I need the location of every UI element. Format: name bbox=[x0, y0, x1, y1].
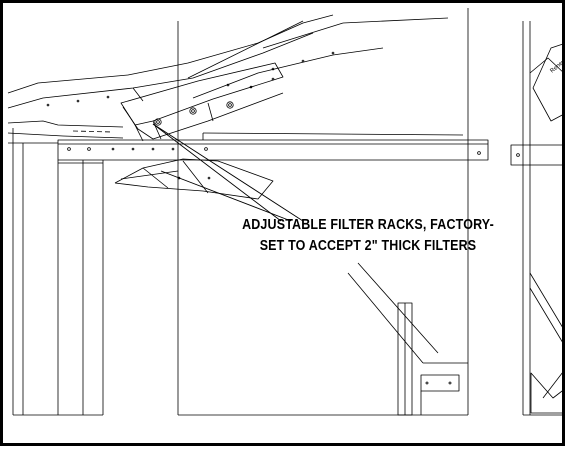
upper-filter-rack bbox=[120, 62, 284, 142]
upper-sloped-panels bbox=[7, 14, 449, 109]
callout-line-1: ADJUSTABLE FILTER RACKS, FACTORY- bbox=[242, 217, 494, 233]
lower-filter-rack bbox=[114, 158, 274, 200]
filter-rack-callout: ADJUSTABLE FILTER RACKS, FACTORY- SET TO… bbox=[205, 215, 532, 257]
callout-line-2: SET TO ACCEPT 2" THICK FILTERS bbox=[259, 238, 477, 254]
left-wall bbox=[7, 120, 124, 144]
callout-leaders bbox=[152, 123, 304, 222]
right-panel bbox=[529, 42, 565, 414]
right-crossbar bbox=[510, 144, 565, 166]
vertical-post bbox=[57, 160, 104, 415]
side-label: RenewAire bbox=[549, 51, 565, 75]
lower-bracket bbox=[397, 302, 460, 416]
cabinet-frame bbox=[12, 8, 531, 415]
crossbar bbox=[57, 132, 489, 161]
filter-rack-line-drawing: RenewAire bbox=[7, 8, 565, 416]
lower-sloped-panel bbox=[347, 262, 468, 364]
